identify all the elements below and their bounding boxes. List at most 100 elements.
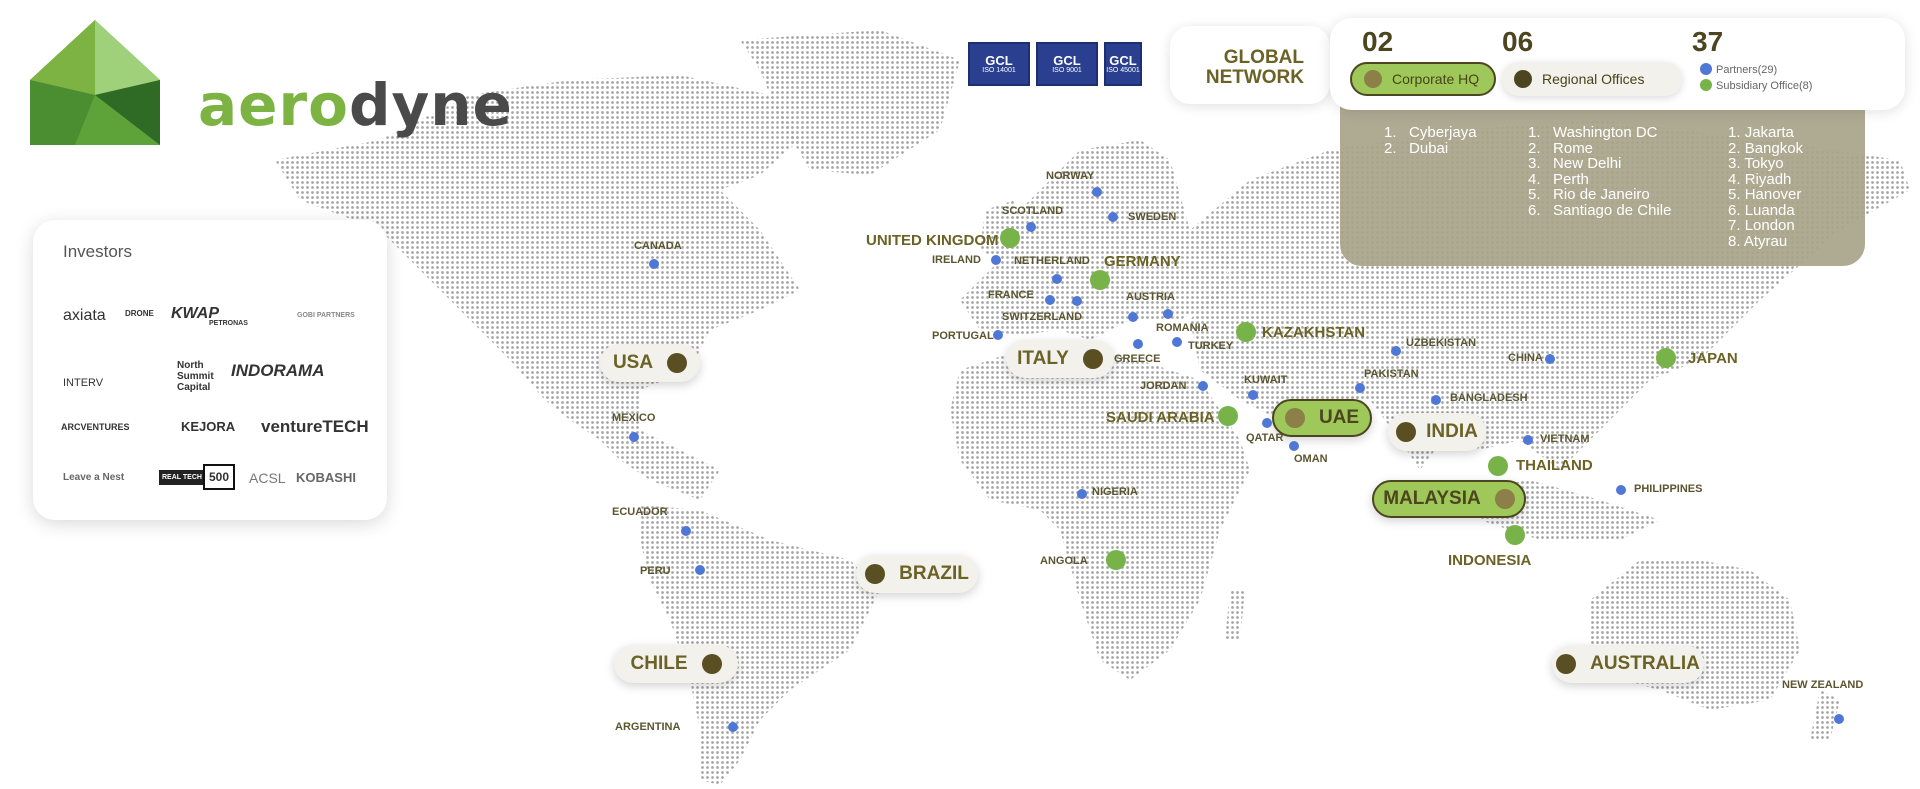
- marker-angola[interactable]: [1106, 550, 1126, 570]
- marker-switzerland[interactable]: [1072, 296, 1082, 306]
- investor-logo-drone: DRONE: [125, 309, 154, 318]
- marker-oman[interactable]: [1289, 441, 1299, 451]
- global-network-card: [1170, 26, 1330, 104]
- marker-sweden[interactable]: [1108, 212, 1118, 222]
- corporate-hq-legend: Corporate HQ: [1350, 62, 1496, 96]
- label-bangladesh: BANGLADESH: [1450, 392, 1528, 404]
- label-peru: PERU: [640, 565, 671, 577]
- marker-ecuador[interactable]: [681, 526, 691, 536]
- list-item: 5. Rio de Janeiro: [1528, 186, 1650, 203]
- investor-logo-petronas: PETRONAS: [209, 320, 248, 327]
- label-kuwait: KUWAIT: [1244, 374, 1288, 386]
- investor-logo-leave-a-nest: Leave a Nest: [63, 472, 125, 483]
- label-indonesia: INDONESIA: [1448, 552, 1532, 569]
- marker-pakistan[interactable]: [1355, 383, 1365, 393]
- marker-norway[interactable]: [1092, 187, 1102, 197]
- marker-austria[interactable]: [1128, 312, 1138, 322]
- marker-indonesia[interactable]: [1505, 525, 1525, 545]
- pill-chile[interactable]: CHILE: [614, 645, 738, 683]
- marker-thailand[interactable]: [1488, 456, 1508, 476]
- marker-peru[interactable]: [695, 565, 705, 575]
- investor-logo-north-summit: North Summit Capital: [177, 360, 214, 393]
- list-item: 1. Jakarta: [1728, 124, 1794, 141]
- label-angola: ANGOLA: [1040, 555, 1088, 567]
- pill-brazil[interactable]: BRAZIL: [856, 555, 978, 593]
- continent-north-america: [275, 75, 800, 500]
- marker-argentina[interactable]: [728, 722, 738, 732]
- marker-vietnam[interactable]: [1523, 435, 1533, 445]
- pill-italy[interactable]: ITALY: [1006, 340, 1114, 378]
- list-item: 1. Washington DC: [1528, 124, 1658, 141]
- label-austria: AUSTRIA: [1126, 291, 1175, 303]
- label-sweden: SWEDEN: [1128, 211, 1177, 223]
- label-thailand: THAILAND: [1516, 457, 1593, 474]
- label-switzerland: SWITZERLAND: [1002, 311, 1083, 323]
- label-argentina: ARGENTINA: [615, 721, 681, 733]
- list-item: 2. Dubai: [1384, 139, 1449, 157]
- marker-philippines[interactable]: [1616, 485, 1626, 495]
- marker-germany[interactable]: [1090, 270, 1110, 290]
- corporate-hq-list: 1. Cyberjaya 2. Dubai: [1384, 125, 1477, 156]
- marker-canada[interactable]: [649, 259, 659, 269]
- continent-africa: [950, 350, 1250, 680]
- label-netherland: NETHERLAND: [1014, 255, 1090, 267]
- marker-romania[interactable]: [1163, 309, 1173, 319]
- marker-greece[interactable]: [1133, 339, 1143, 349]
- pill-australia[interactable]: AUSTRALIA: [1552, 645, 1704, 683]
- marker-uzbekistan[interactable]: [1391, 346, 1401, 356]
- corporate-count: 02: [1362, 26, 1394, 57]
- investor-logo-interv: INTERV: [63, 377, 104, 389]
- marker-bangladesh[interactable]: [1431, 395, 1441, 405]
- new-zealand: [1810, 690, 1840, 740]
- label-greece: GREECE: [1114, 353, 1161, 365]
- label-pakistan: PAKISTAN: [1364, 368, 1419, 380]
- regional-offices-legend: Regional Offices: [1502, 62, 1682, 96]
- pill-uae[interactable]: UAE: [1272, 399, 1372, 437]
- marker-saudi-arabia[interactable]: [1218, 406, 1238, 426]
- marker-kuwait[interactable]: [1248, 390, 1258, 400]
- logo-mark-icon: [30, 20, 160, 145]
- label-ireland: IRELAND: [932, 254, 981, 266]
- list-item: 3. New Delhi: [1528, 155, 1622, 172]
- marker-nigeria[interactable]: [1077, 489, 1087, 499]
- marker-netherland[interactable]: [1052, 274, 1062, 284]
- list-item: 6. Luanda: [1728, 201, 1795, 219]
- marker-jordan[interactable]: [1198, 381, 1208, 391]
- marker-japan[interactable]: [1656, 348, 1676, 368]
- label-kazakhstan: KAZAKHSTAN: [1262, 324, 1366, 341]
- marker-portugal[interactable]: [993, 330, 1003, 340]
- marker-uk[interactable]: [1000, 228, 1020, 248]
- marker-ireland[interactable]: [991, 255, 1001, 265]
- label-oman: OMAN: [1294, 453, 1328, 465]
- investor-logo-500: 500: [203, 464, 236, 490]
- marker-qatar[interactable]: [1262, 418, 1272, 428]
- marker-turkey[interactable]: [1172, 337, 1182, 347]
- label-vietnam: VIETNAM: [1540, 433, 1590, 445]
- list-item: 1. Cyberjaya: [1384, 124, 1477, 141]
- regional-office-dot-icon: [1514, 70, 1532, 88]
- aerodyne-logo: aerodyne: [30, 20, 512, 150]
- label-saudi-arabia: SAUDI ARABIA: [1106, 409, 1215, 426]
- list-item: 2. Rome: [1528, 139, 1594, 157]
- pill-malaysia[interactable]: MALAYSIA: [1372, 480, 1526, 518]
- marker-new-zealand[interactable]: [1834, 714, 1844, 724]
- investors-card: Investors axiata DRONE KWAP PETRONAS GOB…: [33, 220, 387, 520]
- pill-india[interactable]: INDIA: [1388, 413, 1486, 451]
- pill-usa[interactable]: USA: [600, 344, 700, 382]
- label-scotland: SCOTLAND: [1002, 205, 1064, 217]
- greenland: [740, 30, 960, 175]
- marker-china[interactable]: [1545, 354, 1555, 364]
- label-ecuador: ECUADOR: [612, 506, 668, 518]
- marker-france[interactable]: [1045, 295, 1055, 305]
- marker-kazakhstan[interactable]: [1236, 322, 1256, 342]
- investor-logo-kobashi: KOBASHI: [296, 470, 356, 485]
- label-uk: UNITED KINGDOM: [866, 232, 999, 249]
- list-item: 4. Riyadh: [1728, 170, 1792, 188]
- label-canada: CANADA: [634, 240, 682, 252]
- marker-mexico[interactable]: [629, 432, 639, 442]
- investor-logo-real-tech: REAL TECH: [159, 470, 205, 485]
- marker-scotland[interactable]: [1026, 222, 1036, 232]
